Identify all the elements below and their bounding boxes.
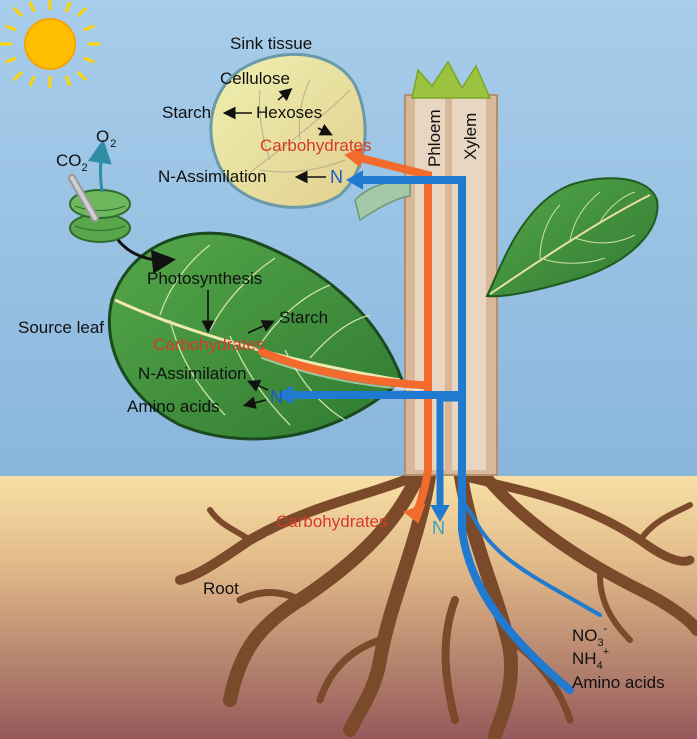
right-leaf xyxy=(485,177,659,298)
starch-source-label: Starch xyxy=(279,308,328,327)
nh4-label: NH4+ xyxy=(572,646,609,672)
no3-label: NO3- xyxy=(572,623,608,649)
amino-acids-source-label: Amino acids xyxy=(127,397,220,416)
o2-label: O2 xyxy=(96,127,116,150)
sun-icon xyxy=(0,0,100,88)
co2-label: CO2 xyxy=(56,151,88,174)
process-arrows xyxy=(201,87,333,409)
xylem-label: Xylem xyxy=(461,113,480,160)
photosynthesis-label: Photosynthesis xyxy=(147,269,262,288)
n-source-label: N xyxy=(270,387,283,407)
sink-tissue-label: Sink tissue xyxy=(230,34,312,53)
sink-tissue-leaf xyxy=(209,52,411,222)
carbohydrates-source-label: Carbohydrates xyxy=(153,335,265,354)
n-assimilation-source-label: N-Assimilation xyxy=(138,364,247,383)
source-leaf-label: Source leaf xyxy=(18,318,104,337)
soil-background xyxy=(0,476,697,739)
root-label: Root xyxy=(203,579,239,598)
n-root-label: N xyxy=(432,518,445,538)
n-assimilation-sink-label: N-Assimilation xyxy=(158,167,267,186)
hexoses-label: Hexoses xyxy=(256,103,322,122)
amino-acids-root-label: Amino acids xyxy=(572,673,665,692)
phloem-label: Phloem xyxy=(425,109,444,167)
carbohydrates-root-label: Carbohydrates xyxy=(276,512,388,531)
phloem-flow xyxy=(258,146,432,524)
carbohydrates-sink-label: Carbohydrates xyxy=(260,136,372,155)
cellulose-label: Cellulose xyxy=(220,69,290,88)
chloroplast-icon xyxy=(68,139,176,274)
xylem-flow xyxy=(275,170,602,694)
stem xyxy=(404,60,498,476)
starch-sink-label: Starch xyxy=(162,103,211,122)
n-sink-label: N xyxy=(330,167,343,187)
